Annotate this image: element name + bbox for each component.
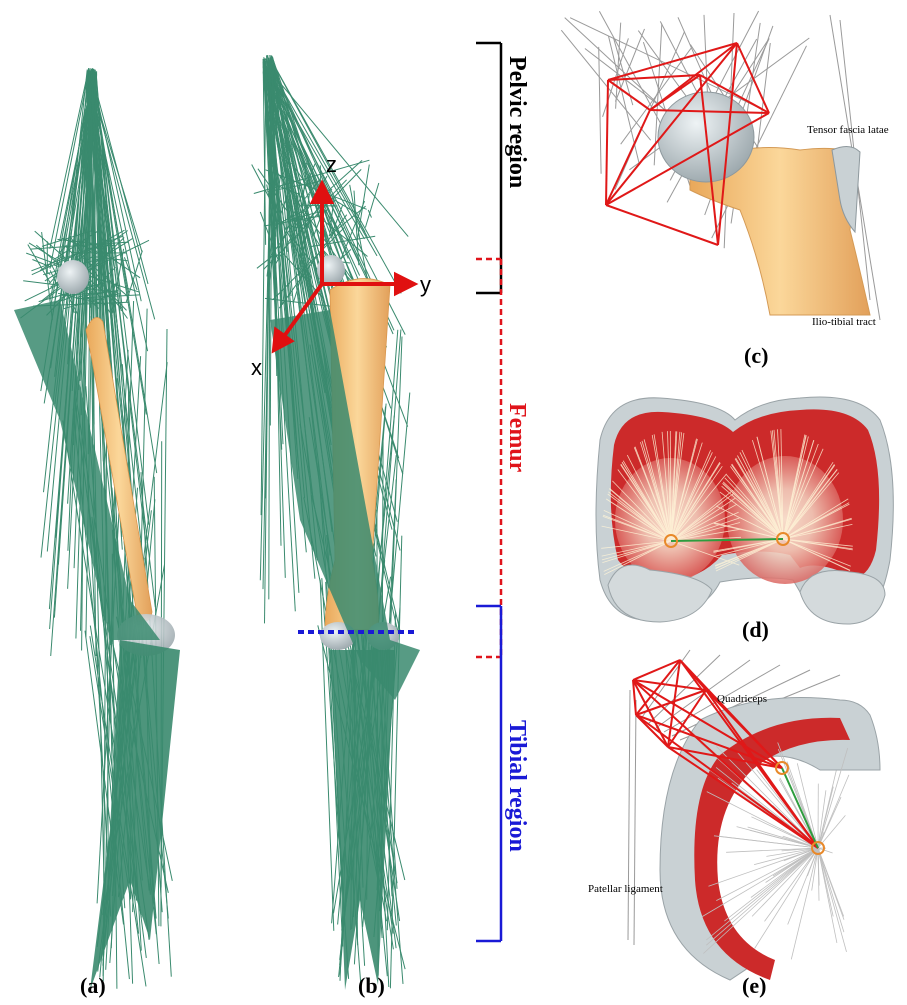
panel-a-label: (a) — [80, 973, 106, 998]
femur-region-label: Femur — [504, 403, 530, 473]
panel-d-condyle-model — [596, 397, 893, 624]
panel-a-model — [14, 68, 180, 990]
axis-y-label: y — [420, 272, 431, 297]
panel-a-muscle-bundle-lower — [90, 640, 180, 990]
quadriceps-label: Quadriceps — [717, 693, 767, 705]
region-brackets — [476, 43, 501, 941]
panel-e-label: (e) — [742, 973, 766, 998]
panel-c-label: (c) — [744, 343, 768, 368]
tibial-region-label: Tibial region — [504, 720, 530, 852]
tensor-fascia-latae-label: Tensor fascia latae — [807, 124, 889, 136]
panel-d-lateral-cap — [800, 571, 885, 624]
femur-bracket — [476, 259, 501, 657]
patellar-ligament-label: Patellar ligament — [588, 883, 663, 895]
panel-b-label: (b) — [358, 973, 385, 998]
panel-b-model — [252, 55, 420, 990]
y-axis-arrowhead — [396, 275, 414, 293]
pelvic-region-label: Pelvic region — [504, 56, 530, 188]
panel-c-hip-model — [561, 11, 880, 320]
ilio-tibial-tract-label: Ilio-tibial tract — [812, 316, 876, 328]
panel-a-femoral-head — [57, 260, 89, 294]
panel-d-label: (d) — [742, 617, 769, 642]
axis-x-label: x — [251, 355, 262, 380]
panel-b-muscle-bundle-lower — [330, 650, 395, 990]
axis-z-label: z — [326, 152, 337, 177]
pelvic-bracket — [476, 43, 501, 293]
